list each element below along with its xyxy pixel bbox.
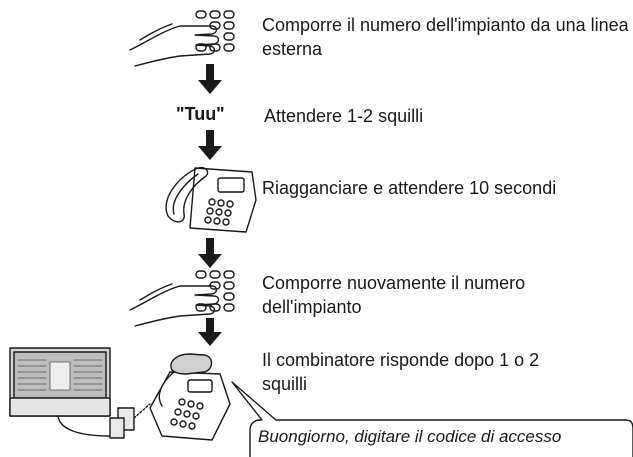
down-arrow-icon (198, 318, 222, 346)
telephone-with-handset-icon (149, 353, 231, 441)
step-5-text: Il combinatore risponde dopo 1 o 2 squil… (262, 350, 540, 394)
down-arrow-icon (198, 64, 222, 94)
hand-dialing-keypad-icon (129, 270, 235, 327)
alarm-panel-icon (9, 347, 151, 439)
step-1-text: Comporre il numero dell'impianto da una … (262, 15, 629, 59)
step-4-text: Comporre nuovamente il numero dell'impia… (262, 273, 526, 317)
down-arrow-icon (198, 130, 222, 160)
step-3-text: Riagganciare e attendere 10 secondi (262, 178, 557, 198)
hand-dialing-keypad-icon (129, 10, 235, 67)
telephone-handset-on-hook-icon (165, 166, 257, 233)
step-2-text: Attendere 1-2 squilli (264, 106, 424, 126)
tuu-sound-label: "Tuu" (176, 104, 225, 124)
speech-bubble-text: Buongiorno, digitare il codice di access… (258, 427, 562, 446)
down-arrow-icon (198, 238, 222, 268)
